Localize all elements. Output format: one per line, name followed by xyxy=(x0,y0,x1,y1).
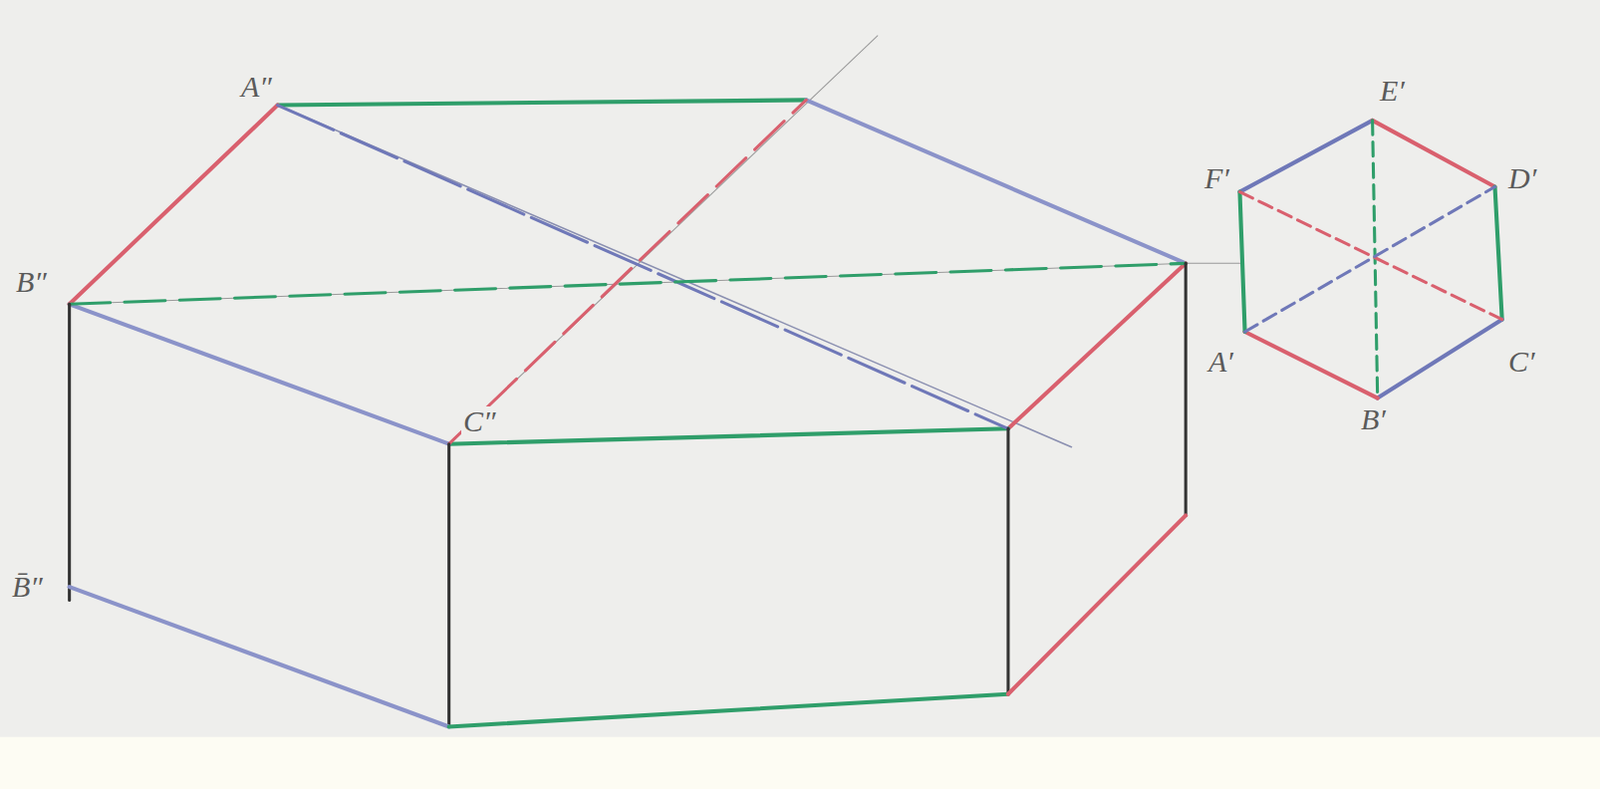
point-label: A″ xyxy=(239,71,274,102)
point-label: D′ xyxy=(1506,163,1539,194)
point-label: B″ xyxy=(13,266,49,297)
point-label: B̄″ xyxy=(9,571,45,602)
point-label: F′ xyxy=(1202,163,1232,194)
point-label: E′ xyxy=(1377,75,1407,106)
point-label: B′ xyxy=(1358,404,1388,435)
point-label: C″ xyxy=(461,406,499,437)
point-label: A′ xyxy=(1206,346,1236,377)
point-label: C′ xyxy=(1506,346,1538,377)
